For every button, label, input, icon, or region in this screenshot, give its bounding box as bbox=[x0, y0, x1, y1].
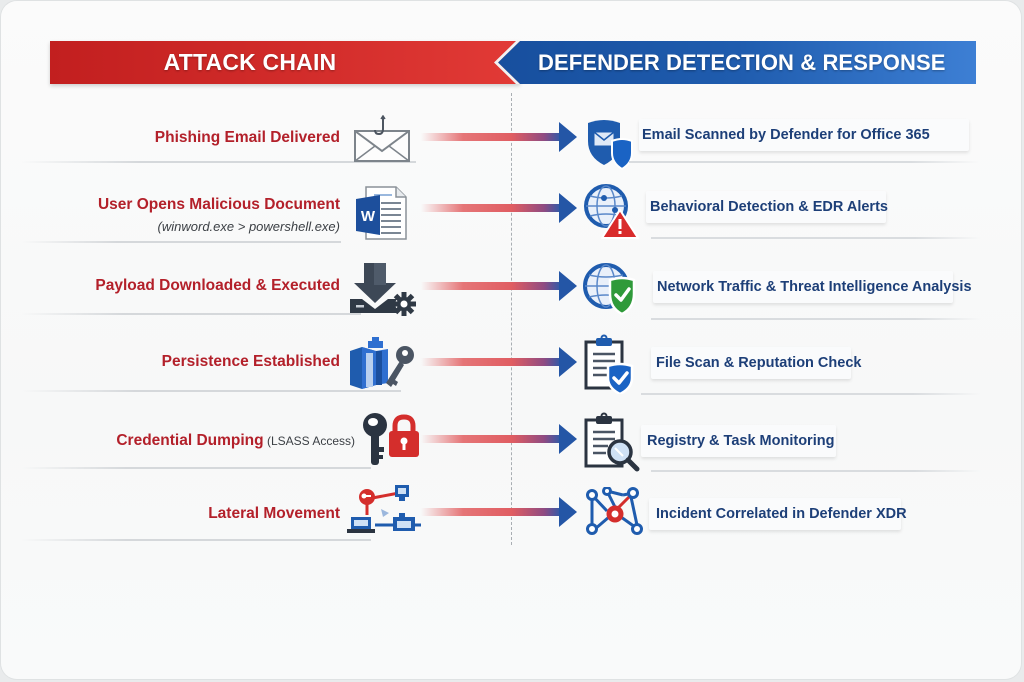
clipboard-magnifier-icon bbox=[582, 412, 642, 472]
defender-header: DEFENDER DETECTION & RESPONSE bbox=[498, 41, 976, 84]
row-separator bbox=[651, 237, 981, 239]
arrow-right-icon bbox=[559, 497, 577, 527]
flow-arrow-shaft bbox=[421, 204, 561, 212]
attack-step-label: Lateral Movement bbox=[208, 505, 340, 523]
attack-step-label: User Opens Malicious Document bbox=[98, 196, 340, 214]
arrow-right-icon bbox=[559, 347, 577, 377]
attack-step-label: Phishing Email Delivered bbox=[155, 129, 340, 147]
clipboard-shield-icon bbox=[582, 334, 642, 394]
row-separator bbox=[641, 393, 981, 395]
globe-check-shield-icon bbox=[582, 260, 642, 316]
center-dashed-divider bbox=[511, 93, 512, 545]
defense-step-label: Registry & Task Monitoring bbox=[647, 433, 835, 449]
defense-step-box bbox=[646, 191, 886, 223]
attack-step-text: Payload Downloaded & Executed bbox=[95, 277, 340, 294]
row-separator bbox=[21, 313, 361, 315]
attack-step-label: Persistence Established bbox=[162, 353, 340, 371]
row-separator bbox=[651, 318, 981, 320]
network-computers-icon bbox=[345, 483, 421, 533]
flow-arrow-shaft bbox=[421, 435, 561, 443]
word-document-icon: W bbox=[348, 185, 418, 240]
arrow-right-icon bbox=[559, 193, 577, 223]
row-separator bbox=[21, 390, 401, 392]
row-separator bbox=[21, 241, 341, 243]
flow-arrow-shaft bbox=[421, 508, 561, 516]
flow-arrow-shaft bbox=[421, 282, 561, 290]
flow-arrow-shaft bbox=[421, 358, 561, 366]
attack-step-label: Payload Downloaded & Executed bbox=[95, 277, 340, 295]
attack-step-subtitle: (winword.exe > powershell.exe) bbox=[157, 219, 340, 234]
globe-alert-icon bbox=[582, 182, 642, 239]
defense-step-label: Email Scanned by Defender for Office 365 bbox=[642, 127, 930, 143]
arrow-right-icon bbox=[559, 271, 577, 301]
row-separator bbox=[651, 470, 981, 472]
defense-step-box bbox=[639, 119, 969, 151]
attack-step-text: Lateral Movement bbox=[208, 505, 340, 522]
flow-arrow-shaft bbox=[421, 133, 561, 141]
attack-step-text: Persistence Established bbox=[161, 353, 340, 370]
defense-step-label: Incident Correlated in Defender XDR bbox=[656, 506, 907, 522]
attack-step-text: Phishing Email Delivered bbox=[154, 129, 340, 146]
blocks-key-icon bbox=[348, 335, 418, 389]
attack-chain-title: ATTACK CHAIN bbox=[163, 49, 337, 75]
arrow-right-icon bbox=[559, 122, 577, 152]
row-separator bbox=[21, 539, 371, 541]
attack-step-text: User Opens Malicious Document bbox=[97, 196, 340, 213]
defense-step-label: Behavioral Detection & EDR Alerts bbox=[650, 199, 888, 215]
key-lock-icon bbox=[361, 411, 431, 465]
arrow-right-icon bbox=[559, 424, 577, 454]
row-separator bbox=[629, 161, 979, 163]
defense-step-box bbox=[641, 425, 836, 457]
row-separator bbox=[21, 467, 371, 469]
attack-step-suffix: (LSASS Access) bbox=[263, 434, 355, 448]
attack-step-text: Credential Dumping bbox=[116, 432, 264, 449]
defense-step-box bbox=[651, 347, 851, 379]
row-separator bbox=[21, 161, 416, 163]
svg-text:W: W bbox=[361, 208, 376, 225]
phishing-envelope-icon bbox=[348, 115, 418, 165]
defense-step-box bbox=[649, 498, 901, 530]
graph-nodes-icon bbox=[585, 487, 645, 543]
download-gear-icon bbox=[348, 261, 418, 316]
attack-step-label: Credential Dumping (LSASS Access) bbox=[116, 432, 355, 450]
defense-step-box bbox=[653, 271, 953, 303]
email-shield-icon bbox=[582, 115, 642, 171]
attack-chain-header: ATTACK CHAIN bbox=[50, 41, 520, 84]
defense-step-label: File Scan & Reputation Check bbox=[656, 355, 862, 371]
defense-step-label: Network Traffic & Threat Intelligence An… bbox=[657, 279, 972, 295]
defender-title: DEFENDER DETECTION & RESPONSE bbox=[538, 50, 946, 75]
